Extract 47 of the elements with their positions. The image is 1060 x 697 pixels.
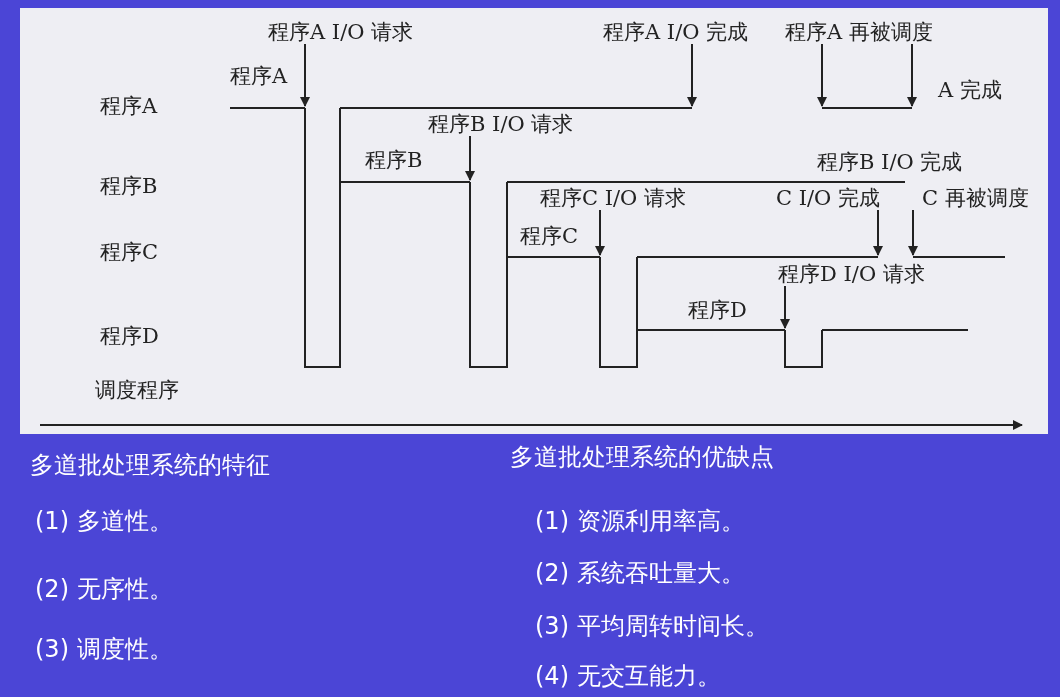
annotation-text: 程序C I/O 请求: [540, 186, 686, 211]
annotation-text: 程序A I/O 请求: [268, 20, 414, 45]
annotation-text: 程序D I/O 请求: [778, 262, 925, 287]
row-label: 程序D: [100, 324, 159, 349]
level-line: [636, 256, 879, 258]
level-line: [229, 107, 306, 109]
segment-label: 程序C: [520, 224, 579, 249]
segment-label: 程序D: [688, 298, 747, 323]
level-line: [636, 329, 786, 331]
arrow: [300, 43, 310, 107]
arrow: [780, 285, 790, 329]
level-line: [339, 107, 693, 109]
list-item: (3) 平均周转时间长。: [535, 613, 769, 641]
row-label: 程序A: [100, 94, 158, 119]
annotation-text: 程序A I/O 完成: [603, 20, 749, 45]
annotation-text: 程序B I/O 完成: [817, 150, 963, 175]
level-line: [339, 181, 471, 183]
row-label: 调度程序: [95, 378, 179, 403]
segment-label: 程序B: [365, 148, 423, 173]
list-item: (2) 系统吞吐量大。: [535, 560, 745, 588]
list-item: (1) 资源利用率高。: [535, 508, 745, 536]
annotation-text: C I/O 完成: [776, 186, 880, 211]
list-item: (3) 调度性。: [35, 636, 173, 664]
arrow: [465, 135, 475, 181]
row-label: 程序B: [100, 174, 158, 199]
annotation-text: 程序A 再被调度: [785, 20, 933, 45]
list-item: (2) 无序性。: [35, 576, 173, 604]
row-label: 程序C: [100, 240, 159, 265]
list-item: (4) 无交互能力。: [535, 663, 721, 691]
arrow: [817, 43, 827, 107]
section-heading: 多道批处理系统的优缺点: [510, 444, 774, 472]
level-line: [821, 107, 913, 109]
level-line: [912, 256, 1006, 258]
annotation-text: 程序B I/O 请求: [428, 112, 574, 137]
arrow: [595, 209, 605, 256]
level-line: [506, 256, 601, 258]
arrow: [687, 43, 697, 107]
annotation-text: C 再被调度: [900, 186, 1029, 211]
annotation-text: A 完成: [938, 78, 1002, 103]
arrow: [907, 43, 917, 107]
section-heading: 多道批处理系统的特征: [30, 452, 270, 480]
arrow: [873, 209, 883, 256]
level-line: [506, 181, 906, 183]
arrow: [908, 209, 918, 256]
list-item: (1) 多道性。: [35, 508, 173, 536]
segment-label: 程序A: [230, 64, 288, 89]
level-line: [821, 329, 969, 331]
